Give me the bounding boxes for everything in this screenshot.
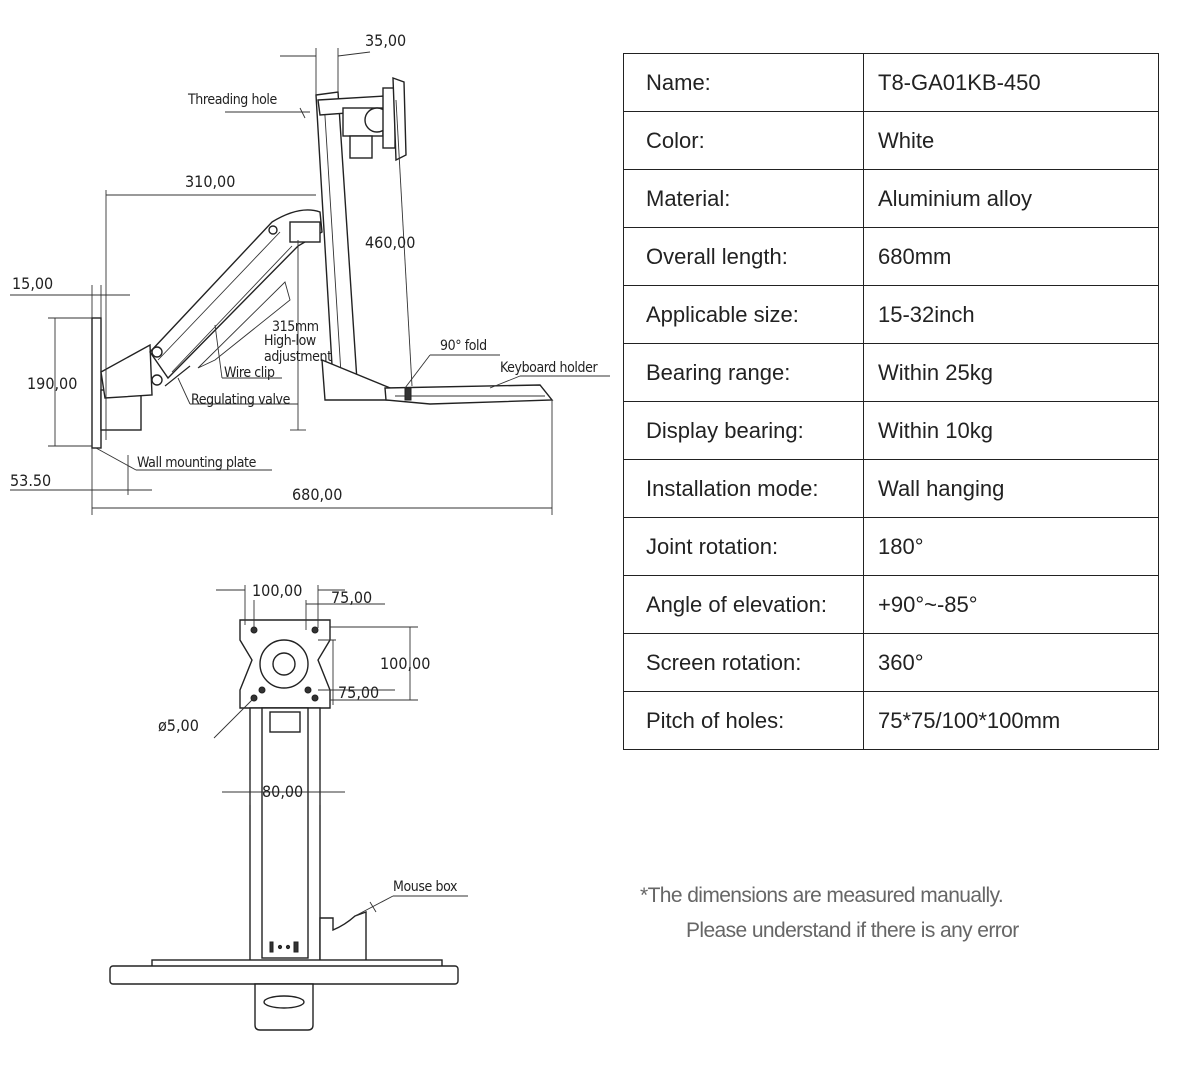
spec-row: Material:Aluminium alloy xyxy=(623,169,1159,228)
label-keyboard-holder: Keyboard holder xyxy=(500,360,598,376)
dim-vesa-outer-h: 100,00 xyxy=(380,654,430,673)
label-fold: 90° fold xyxy=(440,338,487,354)
spec-key: Screen rotation: xyxy=(623,633,864,692)
spec-key: Bearing range: xyxy=(623,343,864,402)
technical-drawing: 35,00 310,00 460,00 15,00 190,00 53.50 6… xyxy=(10,31,610,1031)
dim-column-height: 460,00 xyxy=(365,233,415,252)
spec-key: Joint rotation: xyxy=(623,517,864,576)
spec-value: Within 10kg xyxy=(863,401,1159,460)
spec-row: Joint rotation:180° xyxy=(623,517,1159,576)
label-wall-mounting-plate: Wall mounting plate xyxy=(137,455,257,471)
dim-base-offset: 53.50 xyxy=(10,471,51,490)
dim-plate-offset: 15,00 xyxy=(12,274,53,293)
spec-key: Display bearing: xyxy=(623,401,864,460)
disclaimer-line-1: *The dimensions are measured manually. xyxy=(640,884,1004,907)
spec-row: Overall length:680mm xyxy=(623,227,1159,286)
spec-row: Bearing range:Within 25kg xyxy=(623,343,1159,402)
spec-value: 360° xyxy=(863,633,1159,692)
spec-value: 15-32inch xyxy=(863,285,1159,344)
spec-row: Color:White xyxy=(623,111,1159,170)
label-height-adjust-3: adjustment xyxy=(264,349,332,365)
spec-value: Within 25kg xyxy=(863,343,1159,402)
spec-row: Installation mode:Wall hanging xyxy=(623,459,1159,518)
spec-row: Pitch of holes:75*75/100*100mm xyxy=(623,691,1159,750)
dim-vesa-inner-w: 75,00 xyxy=(331,588,372,607)
dim-hole-dia: ø5,00 xyxy=(158,716,199,735)
dim-top-width: 35,00 xyxy=(365,31,406,50)
spec-value: Wall hanging xyxy=(863,459,1159,518)
spec-key: Applicable size: xyxy=(623,285,864,344)
spec-key: Installation mode: xyxy=(623,459,864,518)
spec-row: Screen rotation:360° xyxy=(623,633,1159,692)
label-regulating-valve: Regulating valve xyxy=(191,392,291,408)
disclaimer-line-2: Please understand if there is any error xyxy=(686,919,1019,942)
label-height-adjust-2: High-low xyxy=(264,333,316,349)
dim-plate-height: 190,00 xyxy=(27,374,77,393)
label-height-adjust-1: 315mm xyxy=(272,319,319,335)
spec-value: 680mm xyxy=(863,227,1159,286)
front-view: 100,00 75,00 100,00 75,00 ø5,00 80,00 Mo… xyxy=(109,581,468,1031)
spec-row: Applicable size:15-32inch xyxy=(623,285,1159,344)
spec-row: Name:T8-GA01KB-450 xyxy=(623,53,1159,112)
label-mouse-box: Mouse box xyxy=(393,879,458,895)
spec-value: Aluminium alloy xyxy=(863,169,1159,228)
spec-key: Pitch of holes: xyxy=(623,691,864,750)
spec-key: Angle of elevation: xyxy=(623,575,864,634)
dim-vesa-inner-h: 75,00 xyxy=(338,683,379,702)
spec-key: Overall length: xyxy=(623,227,864,286)
spec-value: 180° xyxy=(863,517,1159,576)
spec-value: White xyxy=(863,111,1159,170)
spec-row: Angle of elevation:+90°~-85° xyxy=(623,575,1159,634)
dim-overall: 680,00 xyxy=(292,485,342,504)
spec-key: Name: xyxy=(623,53,864,112)
label-wire-clip: Wire clip xyxy=(224,365,275,381)
spec-value: 75*75/100*100mm xyxy=(863,691,1159,750)
spec-value: T8-GA01KB-450 xyxy=(863,53,1159,112)
spec-key: Color: xyxy=(623,111,864,170)
dim-vesa-outer-w: 100,00 xyxy=(252,581,302,600)
label-threading-hole: Threading hole xyxy=(187,92,277,108)
dim-arm-length: 310,00 xyxy=(185,172,235,191)
side-view: 35,00 310,00 460,00 15,00 190,00 53.50 6… xyxy=(10,31,610,515)
spec-value: +90°~-85° xyxy=(863,575,1159,634)
dim-column-w: 80,00 xyxy=(262,782,303,801)
spec-key: Material: xyxy=(623,169,864,228)
spec-row: Display bearing:Within 10kg xyxy=(623,401,1159,460)
